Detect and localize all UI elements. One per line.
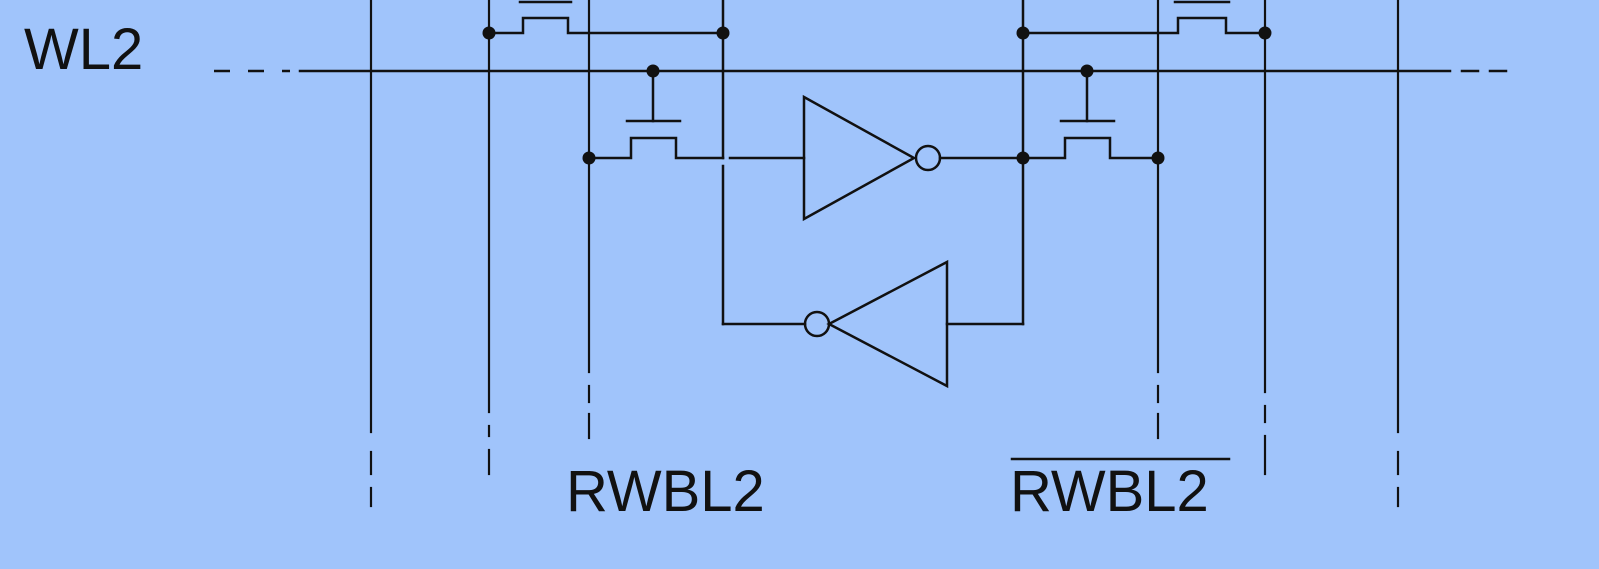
right-access-transistor xyxy=(1021,69,1160,160)
upper-left-transistor xyxy=(487,0,725,35)
upper-right-transistor xyxy=(1021,0,1267,35)
junction-dots xyxy=(482,26,1272,165)
inverter-forward xyxy=(728,94,1025,222)
inverter-feedback xyxy=(721,259,1025,389)
bitline-label: RWBL2 xyxy=(566,459,765,524)
bitline-bar-label: RWBL2 xyxy=(1010,459,1209,524)
left-access-transistor xyxy=(587,69,725,160)
word-line-label: WL2 xyxy=(24,17,143,82)
